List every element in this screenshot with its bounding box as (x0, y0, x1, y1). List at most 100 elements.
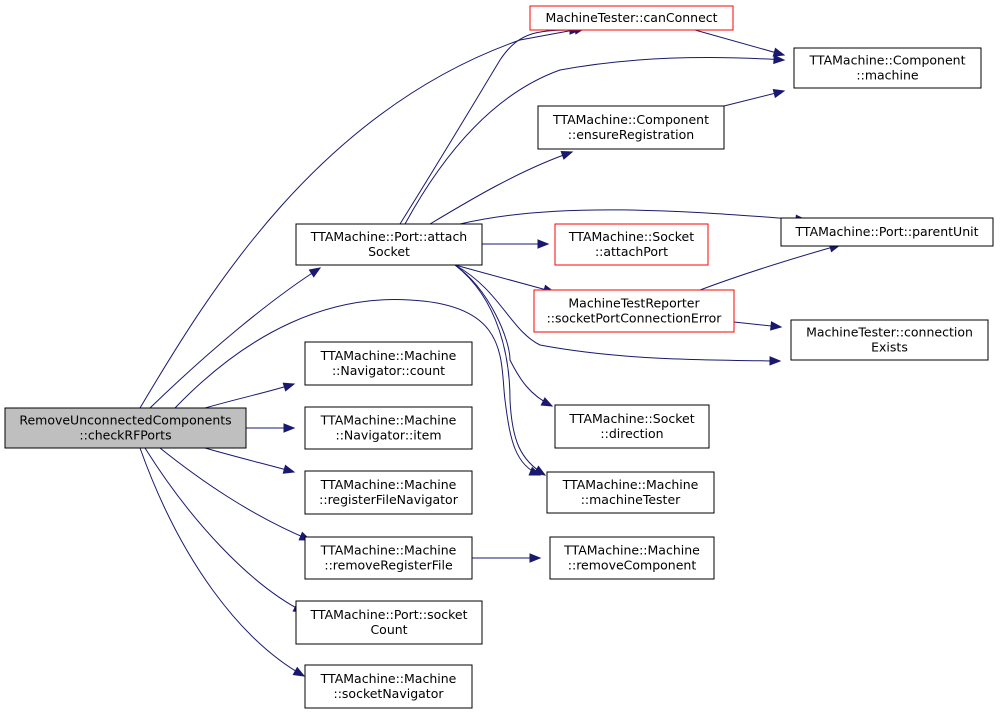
node-box (295, 223, 483, 266)
edge-line (699, 244, 841, 291)
arrowhead-icon (773, 54, 786, 65)
edge-line (139, 27, 586, 409)
edge-remove_register_file-to-remove_component (472, 553, 542, 563)
node-label: TTAMachine::Machine (320, 413, 457, 428)
node-ensure-registration[interactable]: TTAMachine::Component::ensureRegistratio… (537, 105, 725, 150)
node-navigator-count[interactable]: TTAMachine::Machine::Navigator::count (304, 341, 473, 386)
node-box (793, 47, 982, 89)
node-socket-attach-port[interactable]: TTAMachine::Socket::attachPort (554, 223, 709, 266)
node-label: ::socketNavigator (333, 686, 444, 701)
node-box (304, 406, 473, 450)
edge-line (204, 383, 295, 409)
arrowhead-icon (529, 553, 542, 563)
node-label: ::removeComponent (568, 558, 697, 573)
node-label: MachineTester::canConnect (545, 10, 717, 25)
arrowhead-icon (770, 321, 783, 331)
edge-attach_socket-to-ensure_registration (429, 150, 574, 225)
node-box (533, 289, 735, 333)
node-label: ::direction (600, 426, 663, 441)
edge-attach_socket-to-component_machine (404, 54, 786, 225)
edge-line (454, 264, 781, 362)
arrowhead-icon (772, 47, 786, 57)
edge-attach_socket-to-socket_attach_port (482, 239, 550, 249)
node-label: ::ensureRegistration (568, 127, 694, 142)
edge-line (174, 299, 541, 476)
node-box (546, 471, 715, 514)
node-box (304, 341, 473, 386)
node-box (295, 600, 483, 645)
edge-line (459, 209, 807, 225)
node-label: TTAMachine::Component (552, 112, 709, 127)
node-box (790, 319, 989, 361)
node-navigator-item[interactable]: TTAMachine::Machine::Navigator::item (304, 406, 473, 450)
arrowhead-icon (308, 267, 322, 278)
node-label: MachineTester::connection (806, 325, 973, 340)
arrowhead-icon (537, 239, 550, 249)
node-label: TTAMachine::Port::parentUnit (794, 224, 978, 239)
node-label: ::Navigator::count (332, 363, 445, 378)
node-label: RemoveUnconnectedComponents (19, 413, 231, 428)
node-label: TTAMachine::Port::attach (310, 229, 468, 244)
node-label: Count (370, 622, 407, 637)
node-machine-tester[interactable]: TTAMachine::Machine::machineTester (546, 471, 715, 514)
node-box (304, 536, 473, 580)
node-socket-port-conn-error[interactable]: MachineTestReporter::socketPortConnectio… (533, 289, 735, 333)
node-parent-unit[interactable]: TTAMachine::Port::parentUnit (780, 217, 994, 247)
edge-socket_port_conn_error-to-connection_exists (733, 321, 783, 331)
edge-root-to-socket_count (144, 447, 306, 613)
arrowhead-icon (292, 666, 306, 677)
arrowhead-icon (282, 382, 296, 392)
node-root[interactable]: RemoveUnconnectedComponents::checkRFPort… (4, 407, 247, 449)
edge-line (429, 151, 573, 225)
edge-line (204, 447, 295, 473)
node-label: ::registerFileNavigator (319, 492, 459, 507)
node-label: ::attachPort (595, 244, 668, 259)
edge-attach_socket-to-machine_tester (454, 264, 547, 476)
node-label: TTAMachine::Port::socket (309, 607, 467, 622)
node-label: TTAMachine::Machine (320, 671, 457, 686)
edge-line (144, 447, 305, 613)
edge-line (694, 29, 785, 56)
node-box (554, 223, 709, 266)
node-label: ::socketPortConnectionError (547, 311, 723, 326)
edge-line (159, 447, 311, 541)
node-label: TTAMachine::Machine (562, 477, 699, 492)
node-label: Socket (368, 244, 410, 259)
node-can-connect[interactable]: MachineTester::canConnect (529, 5, 734, 31)
node-socket-navigator[interactable]: TTAMachine::Machine::socketNavigator (304, 664, 473, 709)
edge-root-to-navigator_count (204, 382, 296, 409)
node-label: TTAMachine::Machine (320, 477, 457, 492)
edge-line (454, 264, 555, 293)
node-label: ::machine (856, 68, 918, 83)
node-label: ::checkRFPorts (79, 428, 171, 443)
node-label: TTAMachine::Component (809, 53, 966, 68)
edge-root-to-register_file_navigator (204, 447, 296, 474)
nodes-layer: RemoveUnconnectedComponents::checkRFPort… (4, 5, 994, 709)
node-remove-component[interactable]: TTAMachine::Machine::removeComponent (549, 536, 715, 580)
node-label: Exists (871, 340, 908, 355)
node-box (780, 217, 994, 247)
edge-root-to-navigator_item (246, 423, 296, 433)
arrowhead-icon (533, 465, 547, 476)
node-label: ::removeRegisterFile (324, 558, 453, 573)
edge-attach_socket-to-parent_unit (459, 209, 808, 225)
node-socket-direction[interactable]: TTAMachine::Socket::direction (554, 404, 710, 449)
node-box (304, 664, 473, 709)
node-box (529, 5, 734, 31)
edges-layer (139, 25, 842, 677)
node-remove-register-file[interactable]: TTAMachine::Machine::removeRegisterFile (304, 536, 473, 580)
edge-can_connect-to-component_machine (694, 29, 786, 57)
edge-line (399, 29, 581, 225)
edge-root-to-remove_register_file (159, 447, 312, 541)
edge-line (149, 267, 321, 409)
node-register-file-navigator[interactable]: TTAMachine::Machine::registerFileNavigat… (304, 470, 473, 515)
arrowhead-icon (283, 423, 296, 433)
arrowhead-icon (772, 88, 786, 99)
node-label: TTAMachine::Socket (568, 411, 694, 426)
edge-ensure_registration-to-component_machine (723, 88, 786, 107)
node-component-machine[interactable]: TTAMachine::Component::machine (793, 47, 982, 89)
node-label: MachineTestReporter (568, 296, 700, 311)
